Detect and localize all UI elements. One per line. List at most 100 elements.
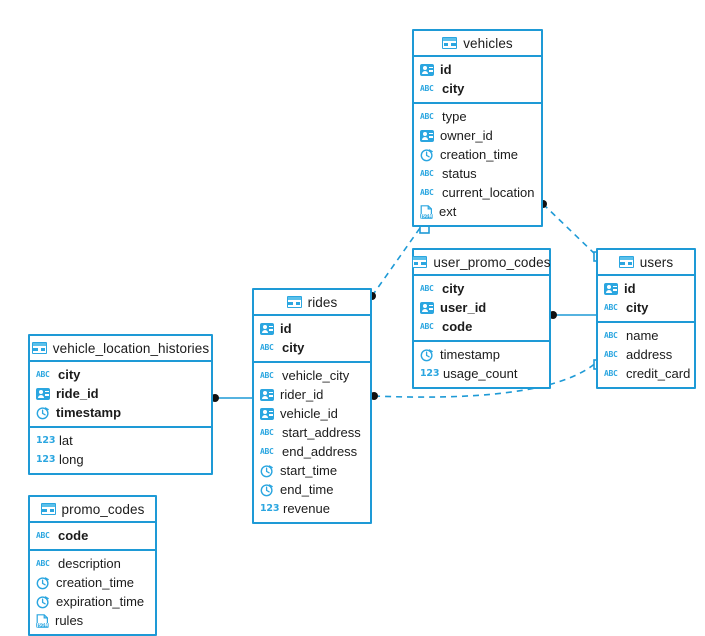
table-title: vehicles xyxy=(463,35,513,51)
column-ride_id[interactable]: ride_id xyxy=(30,384,211,403)
column-label: description xyxy=(58,556,121,571)
column-vehicle_id[interactable]: vehicle_id xyxy=(254,404,370,423)
many-endpoint-dot xyxy=(370,392,378,400)
column-label: city xyxy=(626,300,649,315)
column-label: expiration_time xyxy=(56,594,145,609)
clock-icon xyxy=(36,576,50,590)
clock-icon xyxy=(36,595,50,609)
table-icon xyxy=(618,256,634,268)
column-label: id xyxy=(440,62,452,77)
clock-icon xyxy=(260,464,274,478)
string-type-icon: ABC xyxy=(604,350,618,359)
table-header-user_promo_codes[interactable]: user_promo_codes xyxy=(412,250,550,276)
clock-icon xyxy=(420,348,434,362)
table-icon xyxy=(286,296,302,308)
column-timestamp[interactable]: timestamp xyxy=(414,345,549,364)
column-label: user_id xyxy=(440,300,487,315)
string-type-icon: ABC xyxy=(420,284,434,293)
table-header-vehicles[interactable]: vehicles xyxy=(414,31,541,57)
svg-text:JSON: JSON xyxy=(36,622,49,627)
string-type-icon: ABC xyxy=(420,84,434,93)
column-label: creation_time xyxy=(56,575,135,590)
id-badge-icon xyxy=(420,63,434,76)
column-id[interactable]: id xyxy=(414,60,541,79)
column-label: credit_card xyxy=(626,366,691,381)
column-rider_id[interactable]: rider_id xyxy=(254,385,370,404)
column-owner_id[interactable]: owner_id xyxy=(414,126,541,145)
number-type-icon: 123 xyxy=(36,454,56,465)
id-badge-icon xyxy=(604,282,618,295)
json-type-icon: JSON xyxy=(420,204,433,219)
string-type-icon: ABC xyxy=(420,169,434,178)
column-start_time[interactable]: start_time xyxy=(254,461,370,480)
column-label: type xyxy=(442,109,467,124)
id-badge-icon xyxy=(36,387,50,400)
column-id[interactable]: id xyxy=(598,279,694,298)
string-type-icon: ABC xyxy=(260,447,274,456)
string-type-icon: ABC xyxy=(420,322,434,331)
column-creation_time[interactable]: creation_time xyxy=(30,573,155,592)
table-title: users xyxy=(639,254,674,270)
column-label: long xyxy=(59,452,84,467)
number-type-icon: 123 xyxy=(420,368,440,379)
table-header-vehicle_location_histories[interactable]: vehicle_location_histories xyxy=(30,336,211,362)
column-label: owner_id xyxy=(440,128,493,143)
column-label: code xyxy=(442,319,473,334)
string-type-icon: ABC xyxy=(260,343,274,352)
column-timestamp[interactable]: timestamp xyxy=(30,403,211,422)
column-label: timestamp xyxy=(56,405,122,420)
column-city[interactable]: ABC city xyxy=(414,79,541,98)
column-label: end_time xyxy=(280,482,334,497)
column-user_id[interactable]: user_id xyxy=(414,298,549,317)
table-header-users[interactable]: users xyxy=(598,250,694,276)
table-header-promo_codes[interactable]: promo_codes xyxy=(30,497,155,523)
column-id[interactable]: id xyxy=(254,319,370,338)
id-badge-icon xyxy=(420,301,434,314)
column-creation_time[interactable]: creation_time xyxy=(414,145,541,164)
column-expiration_time[interactable]: expiration_time xyxy=(30,592,155,611)
table-title: promo_codes xyxy=(61,501,145,517)
column-label: current_location xyxy=(442,185,535,200)
table-header-rides[interactable]: rides xyxy=(254,290,370,316)
column-label: vehicle_id xyxy=(280,406,338,421)
number-type-icon: 123 xyxy=(36,435,56,446)
column-label: start_address xyxy=(282,425,361,440)
column-label: revenue xyxy=(283,501,330,516)
column-label: city xyxy=(442,81,465,96)
column-end_time[interactable]: end_time xyxy=(254,480,370,499)
column-code[interactable]: ABC code xyxy=(414,317,549,336)
